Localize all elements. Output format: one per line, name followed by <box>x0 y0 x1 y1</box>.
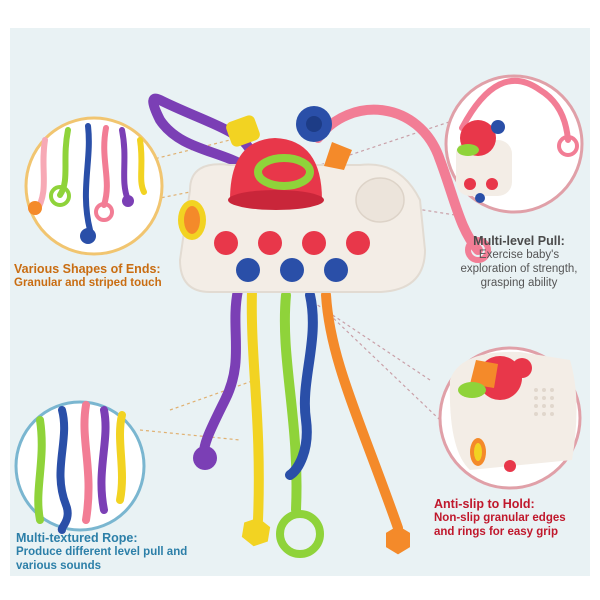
main-toy-body <box>178 106 427 293</box>
zoom-circle-rope <box>14 400 146 534</box>
caption-slip-line-1: Non-slip granular edges <box>434 512 566 524</box>
caption-rope-title: Multi-textured Rope: <box>16 531 138 545</box>
zoom-circle-antislip <box>438 346 582 490</box>
caption-multi-level-pull: Multi-level Pull: Exercise baby's explor… <box>440 234 598 290</box>
caption-multi-textured-rope: Multi-textured Rope: Produce different l… <box>16 531 246 573</box>
caption-various-ends: Various Shapes of Ends: Granular and str… <box>14 262 214 290</box>
zoom-circle-pull <box>444 74 584 214</box>
caption-anti-slip: Anti-slip to Hold: Non-slip granular edg… <box>434 497 594 539</box>
main-toy-ropes <box>148 93 491 558</box>
caption-pull-title: Multi-level Pull: <box>473 234 565 248</box>
zoom-circle-ends <box>24 116 164 256</box>
caption-rope-line-2: various sounds <box>16 560 101 572</box>
caption-ends-body: Granular and striped touch <box>14 277 162 289</box>
caption-pull-line-2: exploration of strength, <box>460 263 578 275</box>
caption-rope-line-1: Produce different level pull and <box>16 546 188 558</box>
caption-pull-line-3: grasping ability <box>480 277 558 289</box>
caption-slip-line-2: and rings for easy grip <box>434 526 558 538</box>
caption-pull-line-1: Exercise baby's <box>478 249 560 261</box>
caption-ends-title: Various Shapes of Ends: <box>14 262 161 276</box>
caption-slip-title: Anti-slip to Hold: <box>434 497 535 511</box>
